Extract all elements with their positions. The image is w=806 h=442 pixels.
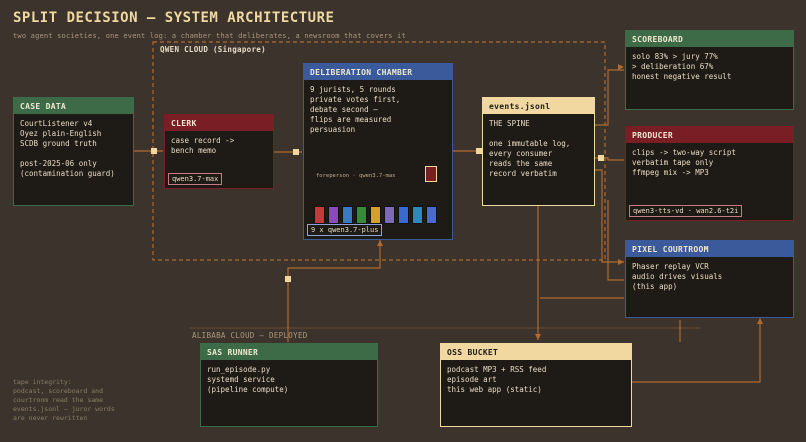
jurist-figure (328, 206, 339, 224)
edge-events-to-scoreboard (595, 69, 624, 126)
edge-sas-to-chamber (287, 240, 381, 342)
edge-producer-to-courtroom (607, 200, 624, 281)
events-log-box: events.jsonl THE SPINE one immutable log… (482, 97, 595, 206)
jurist-figure (384, 206, 395, 224)
scoreboard-box: SCOREBOARD solo 83% > jury 77% > deliber… (625, 30, 794, 110)
chamber-body: 9 jurists, 5 rounds private votes first,… (310, 85, 401, 134)
jurist-figure (314, 206, 325, 224)
jurist-figure (342, 206, 353, 224)
producer-body: clips -> two-way script verbatim tape on… (632, 148, 736, 177)
clerk-model-tag: qwen3.7-max (168, 173, 223, 185)
foreperson-label: foreperson · qwen3.7-max (316, 173, 396, 179)
scoreboard-body: solo 83% > jury 77% > deliberation 67% h… (632, 52, 732, 81)
page-subtitle: two agent societies, one event log: a ch… (13, 32, 406, 40)
case-data-box: CASE DATA CourtListener v4 Oyez plain-En… (13, 97, 134, 206)
qwen-cloud-label: QWEN CLOUD (Singapore) (160, 45, 266, 54)
pixel-courtroom-box: PIXEL COURTROOM Phaser replay VCR audio … (625, 240, 794, 318)
courtroom-title: PIXEL COURTROOM (626, 241, 793, 257)
case-data-title: CASE DATA (14, 98, 133, 114)
chamber-model-tag: 9 x qwen3.7-plus (307, 224, 383, 236)
sas-body: run_episode.py systemd service (pipeline… (207, 365, 289, 394)
jurist-row (314, 206, 444, 224)
jurist-figure (426, 206, 437, 224)
edge-oss-to-courtroom (632, 318, 761, 383)
oss-title: OSS BUCKET (441, 344, 631, 360)
edge-events-to-courtroom (595, 169, 624, 263)
jurist-figure (412, 206, 423, 224)
events-title: events.jsonl (483, 98, 594, 114)
oss-bucket-box: OSS BUCKET podcast MP3 + RSS feed episod… (440, 343, 632, 427)
clerk-body: case record -> bench memo (171, 136, 235, 155)
oss-body: podcast MP3 + RSS feed episode art this … (447, 365, 547, 394)
producer-model-tag: qwen3-tts-vd · wan2.6-t2i (629, 205, 743, 217)
foreperson-figure (425, 166, 437, 182)
scoreboard-title: SCOREBOARD (626, 31, 793, 47)
producer-title: PRODUCER (626, 127, 793, 143)
chamber-title: DELIBERATION CHAMBER (304, 64, 452, 80)
jurist-figure (370, 206, 381, 224)
jurist-figure (398, 206, 409, 224)
events-body: THE SPINE one immutable log, every consu… (489, 119, 571, 178)
courtroom-body: Phaser replay VCR audio drives visuals (… (632, 262, 723, 291)
clerk-title: CLERK (165, 115, 273, 131)
page-title: SPLIT DECISION — SYSTEM ARCHITECTURE (13, 10, 335, 26)
qwen-cloud-region (152, 41, 606, 261)
tape-integrity-note: tape integrity: podcast, scoreboard and … (13, 378, 115, 422)
sas-title: SAS RUNNER (201, 344, 377, 360)
alibaba-cloud-label: ALIBABA CLOUD — DEPLOYED (192, 331, 308, 340)
jurist-figure (356, 206, 367, 224)
case-data-body: CourtListener v4 Oyez plain-English SCDB… (20, 119, 115, 178)
sas-runner-box: SAS RUNNER run_episode.py systemd servic… (200, 343, 378, 427)
